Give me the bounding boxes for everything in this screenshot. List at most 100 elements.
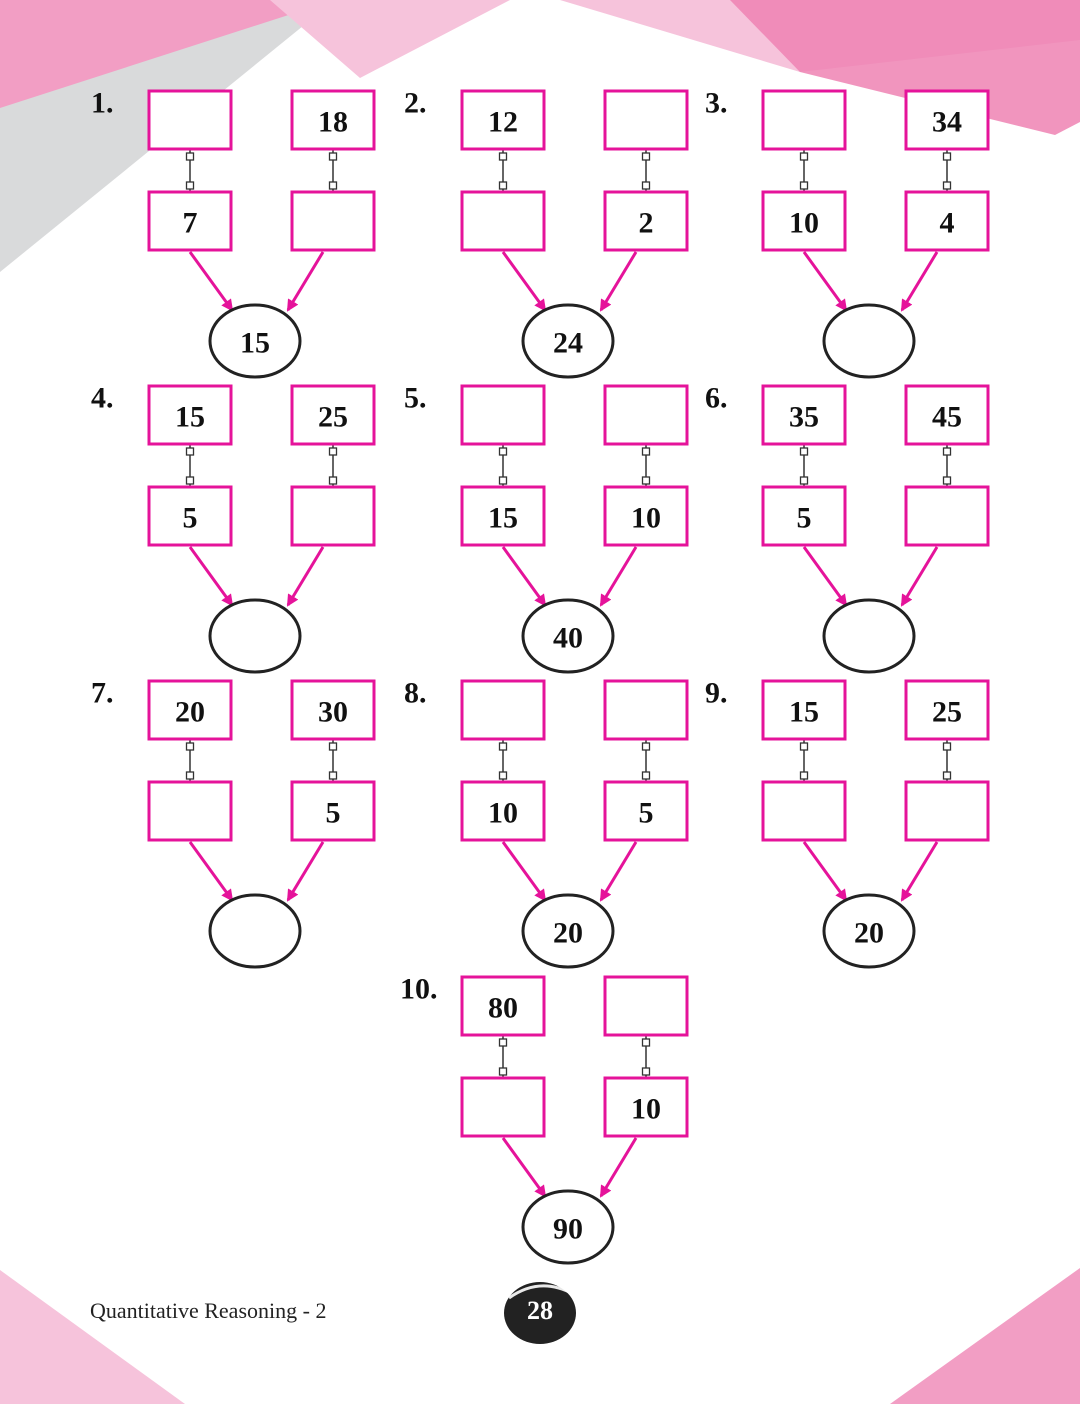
arrow <box>802 251 848 312</box>
bottom-right-value: 10 <box>631 502 661 535</box>
bottom-left-box <box>460 485 546 547</box>
connector-node <box>498 152 508 161</box>
connector-node <box>942 771 952 780</box>
bottom-right-box <box>603 485 689 547</box>
result-ellipse <box>822 893 916 969</box>
bottom-left-box[interactable] <box>460 1076 546 1138</box>
arrow <box>599 546 638 607</box>
bottom-right-box[interactable] <box>290 190 376 252</box>
bottom-left-box[interactable] <box>460 190 546 252</box>
top-right-box[interactable] <box>603 89 689 151</box>
connector-node <box>498 447 508 456</box>
connector-node <box>185 742 195 751</box>
arrow <box>802 546 848 607</box>
arrow <box>900 251 939 312</box>
top-left-value: 15 <box>175 401 205 434</box>
connector-node <box>641 181 651 190</box>
top-right-box <box>904 384 990 446</box>
connector-node <box>641 742 651 751</box>
bottom-left-value: 5 <box>797 502 812 535</box>
bottom-right-box[interactable] <box>290 485 376 547</box>
connector-node <box>641 1038 651 1047</box>
bottom-right-box[interactable] <box>904 485 990 547</box>
puzzle-label: 6. <box>705 382 728 415</box>
connector-node <box>328 181 338 190</box>
bottom-left-value: 7 <box>183 207 198 240</box>
result-value: 40 <box>553 622 583 655</box>
top-right-box[interactable] <box>603 679 689 741</box>
connector-node <box>641 476 651 485</box>
decor-pink-bottom-left <box>0 1270 185 1404</box>
arrow <box>900 841 939 902</box>
connector-node <box>799 181 809 190</box>
top-left-box[interactable] <box>460 384 546 446</box>
connector-node <box>641 447 651 456</box>
top-right-value: 25 <box>932 696 962 729</box>
top-right-box[interactable] <box>603 384 689 446</box>
connector-node <box>498 1067 508 1076</box>
result-ellipse[interactable] <box>822 598 916 674</box>
bottom-right-box[interactable] <box>904 780 990 842</box>
top-left-box[interactable] <box>460 679 546 741</box>
top-left-box[interactable] <box>761 89 847 151</box>
connector-node <box>185 476 195 485</box>
bottom-right-value: 10 <box>631 1093 661 1126</box>
arrow <box>501 251 547 312</box>
bottom-right-value: 5 <box>639 797 654 830</box>
top-right-value: 25 <box>318 401 348 434</box>
bottom-left-box <box>460 780 546 842</box>
top-right-value: 34 <box>932 106 962 139</box>
top-left-value: 20 <box>175 696 205 729</box>
result-ellipse[interactable] <box>208 893 302 969</box>
connector-node <box>799 771 809 780</box>
result-ellipse <box>521 598 615 674</box>
connector-node <box>328 152 338 161</box>
arrow <box>286 546 325 607</box>
result-value: 90 <box>553 1213 583 1246</box>
bottom-left-box[interactable] <box>147 780 233 842</box>
top-left-value: 80 <box>488 992 518 1025</box>
connector-node <box>185 447 195 456</box>
arrow <box>501 546 547 607</box>
top-right-value: 30 <box>318 696 348 729</box>
top-left-box[interactable] <box>147 89 233 151</box>
result-value: 15 <box>240 327 270 360</box>
top-right-box[interactable] <box>603 975 689 1037</box>
connector-node <box>498 1038 508 1047</box>
arrow <box>188 841 234 902</box>
connector-node <box>328 447 338 456</box>
connector-node <box>942 181 952 190</box>
decor-pink-top-left <box>0 0 335 108</box>
connector-node <box>185 771 195 780</box>
arrow <box>286 841 325 902</box>
top-right-box <box>290 384 376 446</box>
connector-node <box>641 771 651 780</box>
bottom-right-value: 5 <box>326 797 341 830</box>
connector-node <box>799 476 809 485</box>
bottom-left-box[interactable] <box>761 780 847 842</box>
top-left-value: 15 <box>789 696 819 729</box>
connector-node <box>498 181 508 190</box>
bottom-left-box <box>761 485 847 547</box>
connector-node <box>185 152 195 161</box>
result-ellipse <box>208 303 302 379</box>
connector-node <box>942 447 952 456</box>
bottom-left-value: 5 <box>183 502 198 535</box>
arrow <box>802 841 848 902</box>
result-ellipse[interactable] <box>822 303 916 379</box>
puzzle-label: 5. <box>404 382 427 415</box>
top-left-box <box>761 679 847 741</box>
result-ellipse[interactable] <box>208 598 302 674</box>
connector-node <box>498 476 508 485</box>
connector-node <box>799 447 809 456</box>
connector-node <box>641 152 651 161</box>
bottom-right-value: 2 <box>639 207 654 240</box>
top-right-box <box>290 679 376 741</box>
puzzle-label: 1. <box>91 87 114 120</box>
